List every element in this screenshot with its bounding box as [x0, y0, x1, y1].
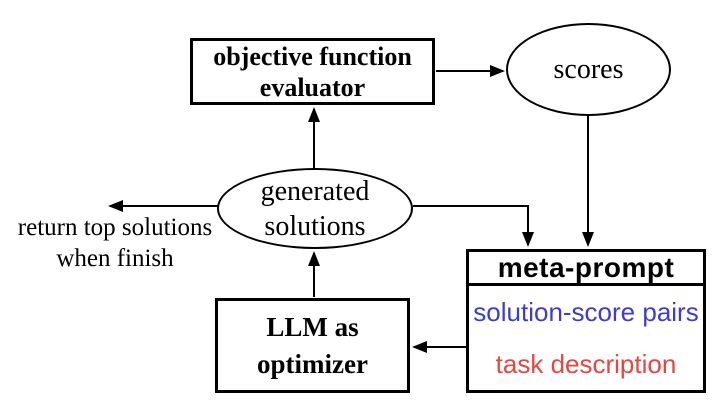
- evaluator-label-line2: evaluator: [259, 72, 366, 102]
- return-top-solutions-note: return top solutions when finish: [0, 212, 230, 274]
- node-meta-prompt: meta-prompt solution-score pairs task de…: [466, 249, 706, 393]
- generated-solutions-label-line2: solutions: [264, 210, 366, 242]
- return-note-line1: return top solutions: [17, 214, 213, 241]
- llm-optimizer-label-line1: LLM as: [266, 311, 359, 342]
- scores-label: scores: [553, 53, 624, 85]
- meta-prompt-title: meta-prompt: [469, 252, 703, 286]
- node-objective-function-evaluator: objective function evaluator: [190, 38, 435, 105]
- generated-solutions-label-line1: generated: [260, 175, 370, 207]
- node-generated-solutions: generated solutions: [217, 168, 413, 249]
- llm-optimizer-label-line2: optimizer: [257, 348, 368, 379]
- return-note-line2: when finish: [56, 245, 174, 272]
- node-scores: scores: [506, 23, 671, 116]
- evaluator-label-line1: objective function: [213, 41, 412, 71]
- node-llm-as-optimizer: LLM as optimizer: [215, 298, 410, 393]
- arrow-generated-to-meta-prompt: [413, 205, 534, 247]
- meta-prompt-item-solution-score-pairs: solution-score pairs: [473, 296, 699, 327]
- meta-prompt-item-task-description: task description: [495, 348, 677, 379]
